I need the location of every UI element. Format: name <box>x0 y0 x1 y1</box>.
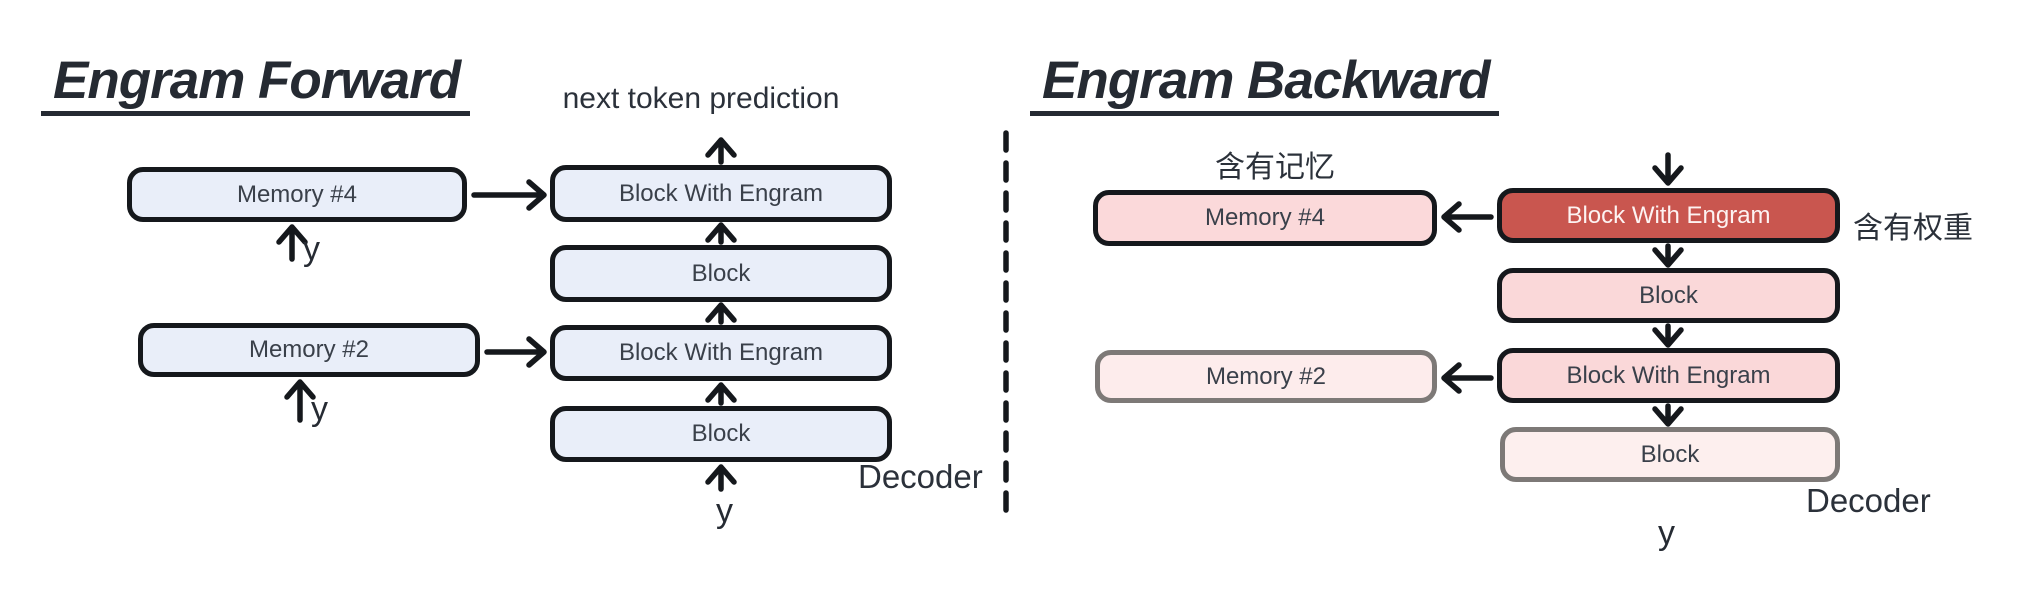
fwd-arrow-block4-to-block3 <box>705 382 737 406</box>
bwd-block-3-label: Block With Engram <box>1566 361 1771 389</box>
fwd-block-2: Block <box>550 245 892 302</box>
fwd-block-with-engram-1: Block With Engram <box>550 165 892 222</box>
fwd-memory2-box: Memory #2 <box>138 323 480 377</box>
bwd-block-4-label: Block <box>1640 440 1700 468</box>
fwd-block-2-label: Block <box>691 259 751 287</box>
bwd-output-label: y <box>1658 514 1675 552</box>
bwd-arrow-gradient-in <box>1652 152 1684 186</box>
bwd-memory4-box: Memory #4 <box>1093 190 1437 246</box>
fwd-memory4-box: Memory #4 <box>127 167 467 222</box>
fwd-arrow-y-to-memory4 <box>276 224 308 262</box>
fwd-block-with-engram-3: Block With Engram <box>550 325 892 381</box>
bwd-memory4-label: Memory #4 <box>1204 204 1326 231</box>
fwd-arrow-input-up <box>705 464 737 492</box>
bwd-block-1-label: Block With Engram <box>1566 201 1771 229</box>
forward-title: Engram Forward <box>41 54 471 116</box>
fwd-memory4-input-label: y <box>303 230 320 268</box>
bwd-memory2-box: Memory #2 <box>1095 350 1437 403</box>
bwd-block-2-label: Block <box>1639 281 1698 309</box>
bwd-block-with-engram-3: Block With Engram <box>1497 348 1840 403</box>
bwd-arrow-block3-to-memory2 <box>1441 362 1494 394</box>
fwd-arrow-block3-to-block2 <box>705 302 737 325</box>
bwd-decoder-label: Decoder <box>1806 482 1931 519</box>
bwd-arrow-block1-to-memory4 <box>1441 201 1494 233</box>
fwd-arrow-output-up <box>705 137 737 165</box>
fwd-block-4: Block <box>550 406 892 462</box>
bwd-block-with-engram-1: Block With Engram <box>1497 188 1840 243</box>
bwd-arrow-block1-to-block2 <box>1652 243 1684 268</box>
fwd-input-label: y <box>716 492 733 530</box>
bwd-arrow-block3-to-block4 <box>1652 403 1684 427</box>
fwd-block-4-label: Block <box>691 420 751 447</box>
fwd-memory2-label: Memory #2 <box>248 336 370 363</box>
fwd-arrow-y-to-memory2 <box>284 379 316 423</box>
fwd-block-1-label: Block With Engram <box>618 179 824 207</box>
fwd-arrow-block1-to-output-block <box>705 222 737 245</box>
contains-weight-label: 含有权重 <box>1853 212 1973 245</box>
fwd-memory4-label: Memory #4 <box>236 180 358 208</box>
fwd-arrow-memory4-to-block1 <box>471 179 547 211</box>
backward-title: Engram Backward <box>1030 54 1500 116</box>
fwd-decoder-label: Decoder <box>858 458 983 495</box>
bwd-memory2-label: Memory #2 <box>1205 362 1327 390</box>
fwd-arrow-memory2-to-block3 <box>484 336 547 368</box>
fwd-memory2-input-label: y <box>311 390 328 428</box>
bwd-arrow-block2-to-block3 <box>1652 323 1684 348</box>
bwd-block-4: Block <box>1500 427 1840 482</box>
next-token-prediction-label: next token prediction <box>562 82 840 115</box>
bwd-block-2: Block <box>1497 268 1840 323</box>
contains-memory-label: 含有记忆 <box>1215 151 1335 184</box>
fwd-block-3-label: Block With Engram <box>618 339 824 366</box>
